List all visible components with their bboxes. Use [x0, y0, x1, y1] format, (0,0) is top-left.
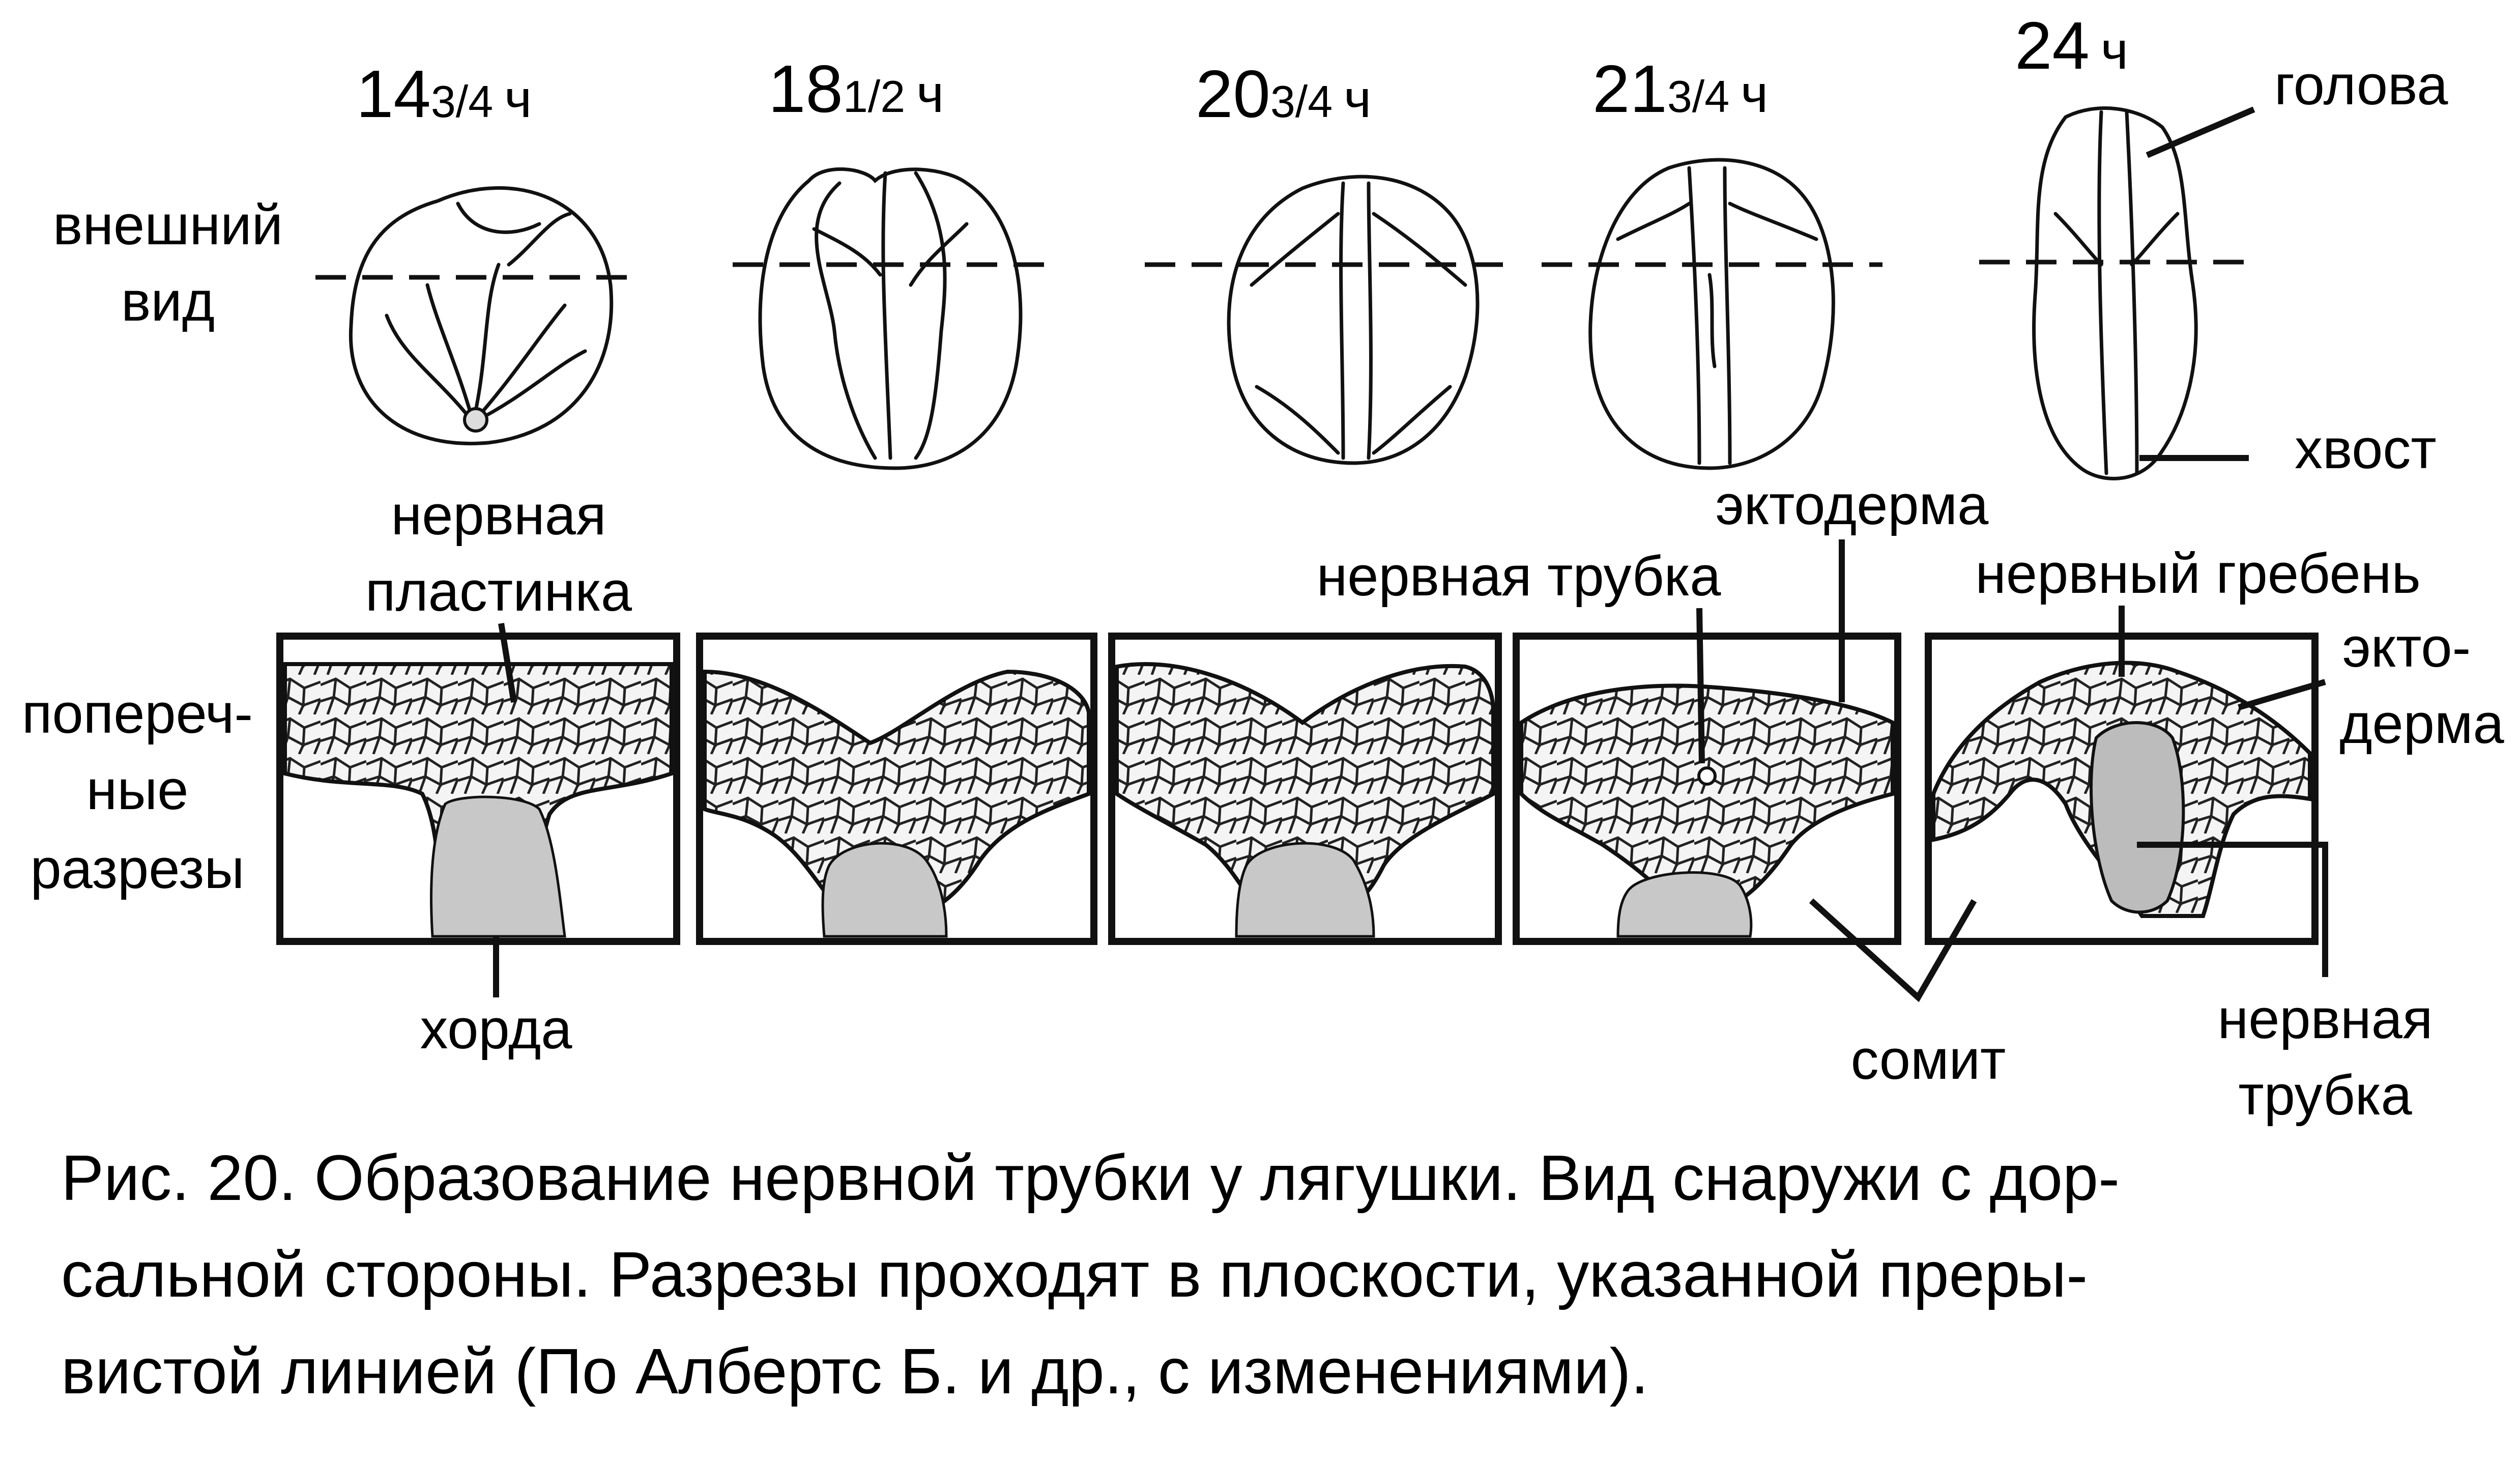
neural-plate-leader-line: [498, 623, 517, 703]
ectoderm-split-label-2: дерма: [2339, 693, 2504, 755]
svg-text:143/4ч: 143/4ч: [356, 56, 532, 131]
neural-tube-leader-line: [1696, 608, 1705, 764]
tail-label: хвост: [2295, 418, 2437, 480]
chord-label: хорда: [420, 998, 573, 1061]
embryo-external-view-3: [1145, 175, 1506, 465]
cross-section-5: [1925, 633, 2319, 945]
caption-line-1: Рис. 20. Образование нервной трубки у ля…: [61, 1142, 2120, 1214]
ectoderm-label: эктодерма: [1716, 474, 1989, 536]
cross-section-1: [276, 633, 680, 945]
cross-sections-label-1: попереч-: [22, 682, 253, 745]
cross-section-4: [1513, 633, 1901, 945]
neural-tube-lower-leader-line: [2137, 842, 2328, 977]
embryo-external-view-1: [315, 186, 641, 445]
cross-section-3: [1108, 633, 1502, 945]
somite-label: сомит: [1851, 1028, 2006, 1091]
neural-tube-lower-label-2: трубка: [2238, 1064, 2412, 1127]
head-label: голова: [2274, 54, 2448, 117]
ectoderm-split-leader-line: [2238, 679, 2326, 710]
caption-line-3: вистой линией (По Албертс Б. и др., с из…: [61, 1335, 1649, 1407]
somite-leader-line: [1809, 898, 1977, 1002]
ectoderm-split-label-1: экто-: [2342, 616, 2471, 679]
neural-crest-label: нервный гребень: [1975, 542, 2421, 605]
caption-line-2: сальной стороны. Разрезы проходят в плос…: [61, 1239, 2088, 1310]
head-leader-line: [2146, 106, 2255, 158]
cross-section-2: [696, 633, 1097, 945]
neural-plate-label-1: нервная: [391, 484, 606, 547]
neural-plate-label-2: пластинка: [365, 560, 632, 623]
svg-text:181/2ч: 181/2ч: [768, 51, 944, 126]
svg-text:203/4ч: 203/4ч: [1196, 56, 1371, 131]
svg-text:24ч: 24ч: [2015, 8, 2128, 83]
cross-sections-label-2: ные: [86, 759, 189, 821]
neural-tube-shape: [2090, 721, 2185, 914]
neural-tube-lower-label-1: нервная: [2217, 988, 2432, 1050]
figure-caption: Рис. 20. Образование нервной трубки у ля…: [61, 1130, 2463, 1420]
external-view-label-2: вид: [121, 270, 215, 333]
neural-tube-label: нервная трубка: [1317, 545, 1722, 608]
external-view-label-1: внешний: [53, 194, 283, 256]
embryo-external-view-5: [1979, 106, 2255, 480]
cross-sections-label-3: разрезы: [31, 838, 245, 900]
embryo-external-view-4: [1542, 158, 1882, 470]
embryo-external-view-2: [733, 167, 1048, 470]
svg-text:213/4ч: 213/4ч: [1592, 51, 1768, 126]
